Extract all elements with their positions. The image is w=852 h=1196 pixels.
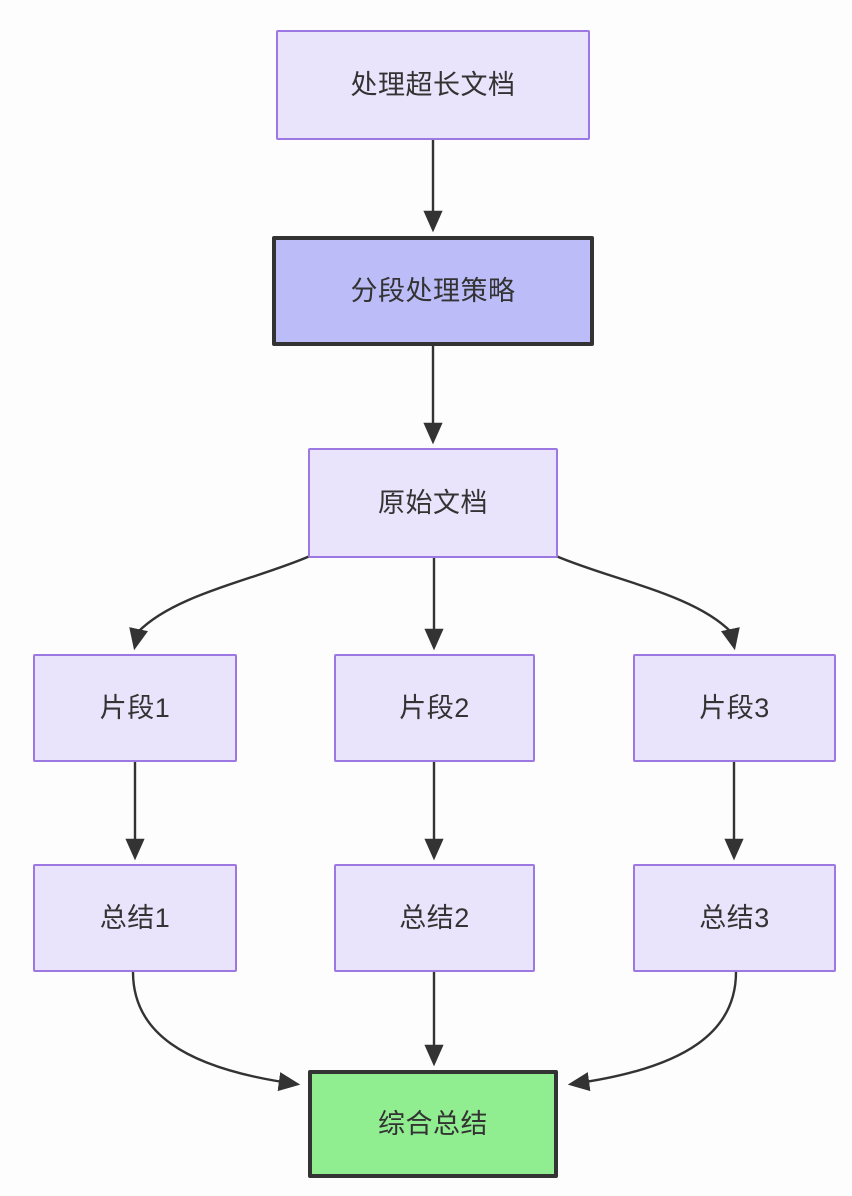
- node-label: 片段2: [399, 692, 470, 723]
- node-summary-1[interactable]: 总结1: [33, 864, 237, 972]
- node-label: 分段处理策略: [350, 275, 516, 306]
- node-label: 总结3: [699, 902, 770, 933]
- node-fragment-3[interactable]: 片段3: [633, 654, 836, 762]
- edge-n3-n4: [129, 554, 311, 651]
- node-label: 总结1: [99, 902, 171, 933]
- node-fragment-2[interactable]: 片段2: [334, 654, 535, 762]
- edge-n3-n6: [555, 554, 740, 651]
- node-label: 原始文档: [378, 487, 488, 518]
- node-comprehensive-summary[interactable]: 综合总结: [308, 1070, 558, 1178]
- node-summary-2[interactable]: 总结2: [334, 864, 535, 972]
- node-process-long-document[interactable]: 处理超长文档: [276, 30, 590, 140]
- node-summary-3[interactable]: 总结3: [633, 864, 836, 972]
- node-original-document[interactable]: 原始文档: [308, 448, 558, 558]
- edge-n9-n10: [567, 971, 738, 1092]
- node-label: 总结2: [399, 902, 470, 933]
- node-label: 片段1: [99, 692, 171, 723]
- node-label: 处理超长文档: [350, 69, 516, 100]
- node-chunking-strategy[interactable]: 分段处理策略: [272, 236, 594, 346]
- node-label: 片段3: [699, 692, 770, 723]
- edge-n7-n10: [131, 971, 301, 1092]
- node-label: 综合总结: [378, 1108, 488, 1139]
- node-fragment-1[interactable]: 片段1: [33, 654, 237, 762]
